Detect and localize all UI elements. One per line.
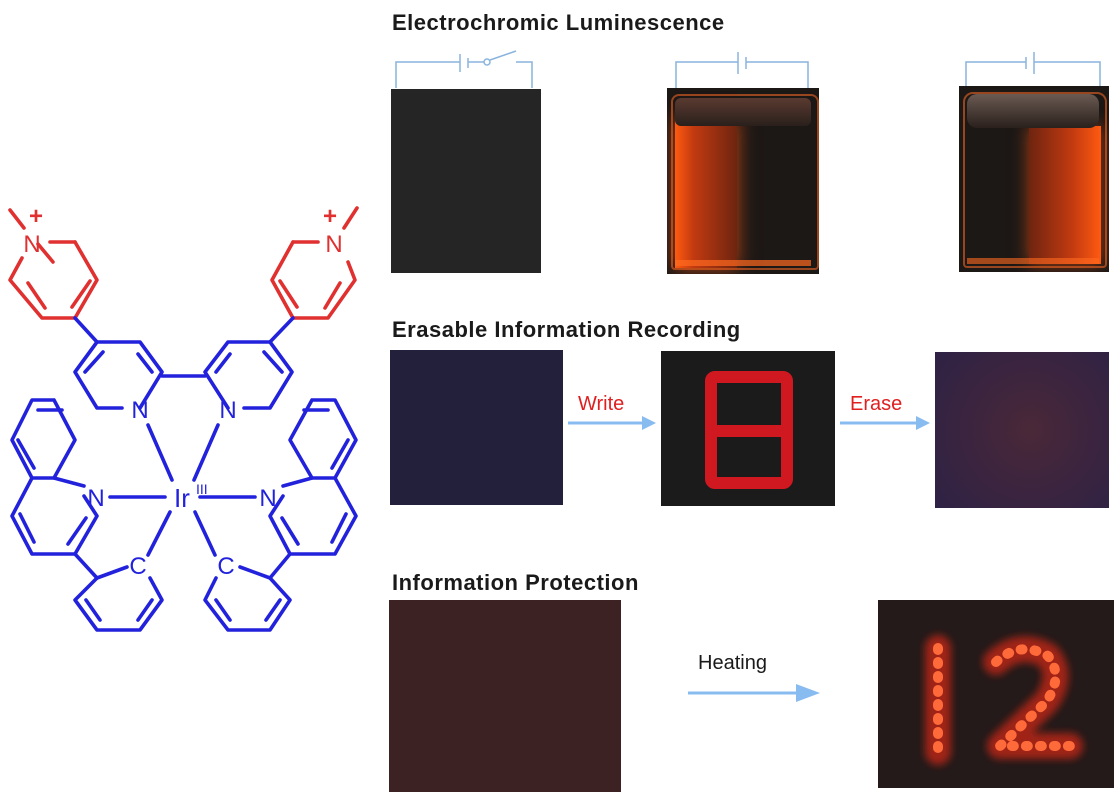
- recording-erased-panel: [935, 352, 1109, 508]
- right-quinoline-nitrogen: N: [259, 485, 276, 512]
- recording-written-panel: [661, 351, 835, 506]
- electrochromic-off-panel: [391, 89, 541, 273]
- write-label: Write: [578, 393, 625, 415]
- heating-arrow-icon: [688, 684, 820, 702]
- right-bipyridine-nitrogen: N: [219, 397, 236, 424]
- iridium-oxidation-state: III: [196, 481, 208, 497]
- write-arrow-icon: [568, 416, 656, 430]
- electrochromic-left-glow-panel: [667, 88, 819, 274]
- heating-label: Heating: [698, 652, 767, 674]
- right-pyridinium-nitrogen: N: [325, 231, 342, 258]
- left-pyridinium-ring: [8, 208, 99, 320]
- erase-label: Erase: [850, 393, 903, 415]
- recording-blank-panel: [390, 350, 563, 505]
- right-carbon: C: [217, 553, 234, 580]
- left-quinoline-nitrogen: N: [87, 485, 104, 512]
- erase-arrow-icon: [840, 416, 930, 430]
- bipyridine-and-phenylquinoline-core: [10, 316, 358, 632]
- protection-hidden-panel: [389, 600, 621, 792]
- left-pyridinium-charge: +: [29, 203, 43, 230]
- electrochromic-title: Electrochromic Luminescence: [392, 10, 725, 35]
- battery-circuit-icon-reverse: [965, 52, 1101, 88]
- iridium-complex-structure: N + N + N N N N Ir C C III: [8, 203, 359, 632]
- electrochromic-right-glow-panel: [959, 86, 1109, 272]
- right-pyridinium-ring: [270, 206, 359, 320]
- left-pyridinium-nitrogen: N: [23, 231, 40, 258]
- protection-revealed-panel: [878, 600, 1114, 788]
- battery-circuit-icon: [675, 52, 809, 88]
- left-carbon: C: [129, 553, 146, 580]
- revealed-digits-12: [925, 635, 1083, 765]
- open-switch-circuit-icon: [395, 50, 533, 88]
- iridium-center: Ir: [174, 483, 190, 513]
- left-bipyridine-nitrogen: N: [131, 397, 148, 424]
- written-digit-8: [705, 371, 793, 489]
- right-pyridinium-charge: +: [323, 203, 337, 230]
- protection-title: Information Protection: [392, 570, 639, 595]
- recording-title: Erasable Information Recording: [392, 317, 741, 342]
